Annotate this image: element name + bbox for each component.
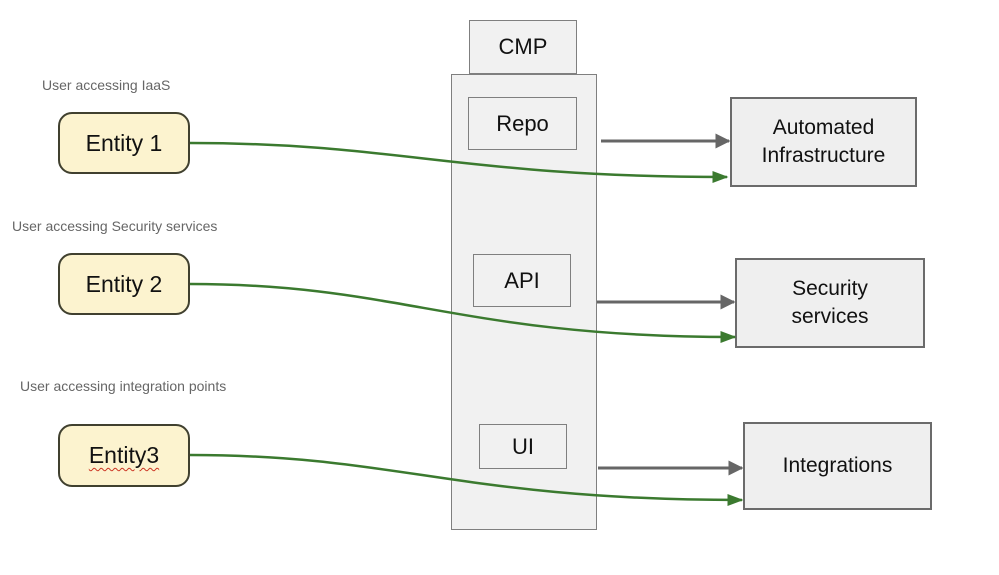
automated-infrastructure-label: Automated Infrastructure bbox=[761, 116, 886, 167]
cmp-title-label: CMP bbox=[498, 34, 548, 59]
target-integrations: Integrations bbox=[743, 422, 932, 510]
security-services-label: Security services bbox=[791, 277, 869, 328]
caption-user-accessing-security-services: User accessing Security services bbox=[12, 218, 218, 234]
entity-3-box: Entity3 bbox=[58, 424, 190, 487]
repo-label: Repo bbox=[496, 110, 549, 136]
entity-1-box: Entity 1 bbox=[58, 112, 190, 174]
cmp-module-api: API bbox=[473, 254, 571, 307]
cmp-module-repo: Repo bbox=[468, 97, 577, 150]
api-label: API bbox=[504, 267, 540, 293]
entity-3-label: Entity3 bbox=[88, 442, 160, 468]
caption-user-accessing-iaas: User accessing IaaS bbox=[42, 77, 171, 93]
entity-2-box: Entity 2 bbox=[58, 253, 190, 315]
entity-2-label: Entity 2 bbox=[85, 270, 163, 297]
ui-label: UI bbox=[512, 433, 534, 459]
integrations-label: Integrations bbox=[782, 454, 893, 478]
caption-user-accessing-integration-points: User accessing integration points bbox=[20, 378, 227, 394]
cmp-title-box: CMP bbox=[469, 20, 577, 74]
target-automated-infrastructure: Automated Infrastructure bbox=[730, 97, 917, 187]
cmp-module-ui: UI bbox=[479, 424, 567, 469]
target-security-services: Security services bbox=[735, 258, 925, 348]
entity-1-label: Entity 1 bbox=[85, 129, 163, 156]
